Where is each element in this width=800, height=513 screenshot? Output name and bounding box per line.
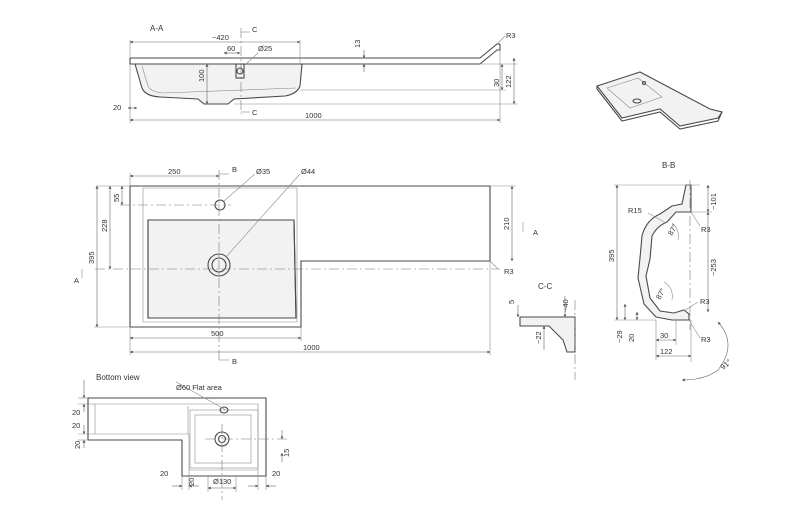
bottom-view-title: Bottom view bbox=[96, 373, 140, 382]
bb-dim-253: ~253 bbox=[709, 259, 718, 276]
bb-angle-91: 91° bbox=[719, 357, 733, 371]
plan-b-top: B bbox=[232, 165, 237, 174]
bb-r15: R15 bbox=[628, 206, 642, 215]
plan-b-bottom: B bbox=[232, 357, 237, 366]
section-a-a: A-A C C ~420 60 Ø25 13 R3 100 30 1 bbox=[113, 24, 518, 123]
bottom-dim-20d: 20 bbox=[160, 469, 168, 478]
plan-dim-395: 395 bbox=[87, 251, 96, 264]
bb-r3b: R3 bbox=[700, 297, 710, 306]
bottom-dim-20c: 20 bbox=[73, 441, 82, 449]
aa-dim-420: ~420 bbox=[212, 33, 229, 42]
section-c-c-title: C-C bbox=[538, 282, 552, 291]
aa-r3: R3 bbox=[506, 31, 516, 40]
aa-dim-13: 13 bbox=[353, 40, 362, 48]
bb-angle-87a: 87° bbox=[666, 223, 679, 237]
plan-dim-500: 500 bbox=[211, 329, 224, 338]
plan-dim-55: 55 bbox=[112, 194, 121, 202]
bb-angle-87b: 87° bbox=[654, 287, 667, 301]
plan-dim-250: 250 bbox=[168, 167, 181, 176]
aa-dim-100: 100 bbox=[197, 69, 206, 82]
plan-dim-1000: 1000 bbox=[303, 343, 320, 352]
bottom-view: Bottom view Ø60 Flat area 20 20 20 15 20… bbox=[72, 373, 291, 500]
plan-a-left: A bbox=[74, 276, 79, 285]
cc-dim-5: 5 bbox=[507, 300, 516, 304]
plan-dim-35: Ø35 bbox=[256, 167, 270, 176]
aa-dim-1000: 1000 bbox=[305, 111, 322, 120]
section-b-b-title: B-B bbox=[662, 161, 675, 170]
aa-c-top-label: C bbox=[252, 25, 258, 34]
bb-dim-30: 30 bbox=[660, 331, 668, 340]
section-a-a-title: A-A bbox=[150, 24, 164, 33]
section-c-c: C-C 5 ~40 ~22 bbox=[507, 282, 576, 380]
bb-dim-20: 20 bbox=[627, 334, 636, 342]
plan-view: B B A A 250 Ø35 Ø44 55 228 395 210 R3 50… bbox=[74, 165, 538, 366]
cc-dim-22: ~22 bbox=[534, 331, 543, 344]
section-b-b: B-B ~101 R15 87° R3 395 ~253 87° R3 ~29 … bbox=[607, 161, 733, 382]
bb-dim-395: 395 bbox=[607, 249, 616, 262]
aa-dim-60: 60 bbox=[227, 44, 235, 53]
aa-dim-20: 20 bbox=[113, 103, 121, 112]
bottom-dim-20e: 20 bbox=[187, 478, 196, 486]
bottom-dim-15: 15 bbox=[282, 449, 291, 457]
plan-a-right: A bbox=[533, 228, 538, 237]
bb-dim-122: 122 bbox=[660, 347, 673, 356]
plan-dim-228: 228 bbox=[100, 219, 109, 232]
plan-dim-44: Ø44 bbox=[301, 167, 315, 176]
cc-dim-40: ~40 bbox=[561, 299, 570, 312]
bottom-dim-20a: 20 bbox=[72, 408, 80, 417]
aa-dim-122: 122 bbox=[504, 75, 513, 88]
bb-r3a: R3 bbox=[701, 225, 711, 234]
bottom-dim-130: Ø130 bbox=[213, 477, 231, 486]
aa-c-bottom-label: C bbox=[252, 108, 258, 117]
plan-dim-210: 210 bbox=[502, 217, 511, 230]
bb-dim-101: ~101 bbox=[709, 193, 718, 210]
bottom-flat-area: Ø60 Flat area bbox=[176, 383, 223, 392]
isometric-view bbox=[596, 71, 723, 130]
bottom-dim-20b: 20 bbox=[72, 421, 80, 430]
bb-r3c: R3 bbox=[701, 335, 711, 344]
bb-dim-29: ~29 bbox=[615, 330, 624, 343]
aa-dim-25: Ø25 bbox=[258, 44, 272, 53]
plan-r3: R3 bbox=[504, 267, 514, 276]
aa-dim-30: 30 bbox=[492, 79, 501, 87]
bottom-dim-20f: 20 bbox=[272, 469, 280, 478]
